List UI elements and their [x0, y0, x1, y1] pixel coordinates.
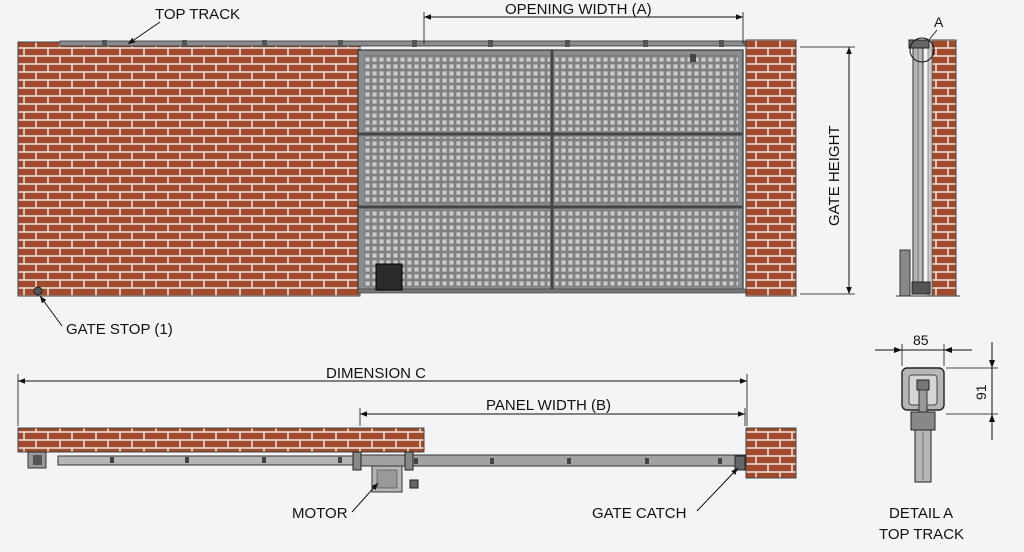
panel-width-label: PANEL WIDTH (B): [486, 397, 611, 414]
motor-leader: [351, 482, 379, 513]
plan-rail-left: [57, 455, 359, 466]
dimension-c-label: DIMENSION C: [326, 365, 426, 382]
gate-panel: [357, 49, 744, 293]
top-track-leader: [127, 21, 161, 45]
gate-catch-leader: [696, 467, 739, 512]
gate-height-label: GATE HEIGHT: [826, 125, 843, 226]
gate-stop-label: GATE STOP (1): [66, 321, 173, 338]
right-brick-pillar: [745, 39, 797, 297]
dim-85-label: 85: [913, 332, 929, 348]
plan-left-wall: [17, 427, 425, 453]
detail-a-ref: A: [934, 14, 944, 30]
top-track: [59, 40, 746, 47]
left-brick-wall: [17, 41, 361, 297]
top-track-label: TOP TRACK: [155, 6, 240, 23]
detail-a-leader: [928, 29, 938, 41]
detail-a-circle: [909, 37, 935, 63]
gate-catch-label: GATE CATCH: [592, 505, 686, 522]
motor-label: MOTOR: [292, 505, 348, 522]
gate-stop-leader: [39, 295, 63, 327]
detail-title-line1: DETAIL A: [889, 505, 953, 522]
plan-right-pillar: [745, 427, 797, 479]
side-section-view: [896, 39, 960, 297]
plan-gate-catch: [734, 455, 746, 471]
track-brackets: [102, 40, 724, 47]
dim-91-label: 91: [973, 384, 989, 400]
detail-a-view: [901, 367, 945, 483]
plan-view: [17, 427, 797, 493]
motor-box: [375, 263, 403, 291]
detail-title-line2: TOP TRACK: [879, 526, 964, 543]
ground-rail: [357, 288, 749, 294]
opening-width-label: OPENING WIDTH (A): [505, 1, 652, 18]
gate-stop-marker: [33, 286, 43, 296]
elevation-view: [17, 39, 797, 297]
